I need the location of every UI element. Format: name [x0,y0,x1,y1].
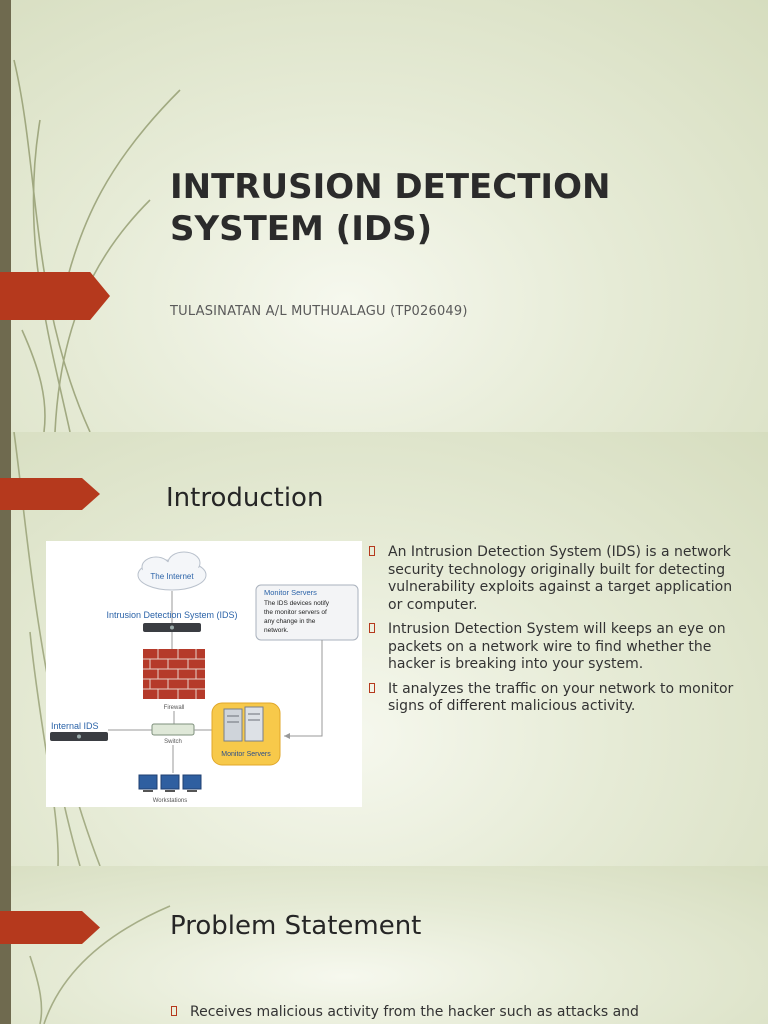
accent-arrow [0,478,100,510]
callout-title: Monitor Servers [264,588,317,597]
slide-sidebar [0,866,11,1024]
accent-arrow [0,272,110,320]
switch-label: Switch [164,739,182,745]
slide-title: INTRUSION DETECTION SYSTEM (IDS) TULASIN… [0,0,768,432]
intro-bullet-list: An Intrusion Detection System (IDS) is a… [368,544,748,723]
internet-label: The Internet [150,572,194,581]
bullet-item: An Intrusion Detection System (IDS) is a… [368,544,748,614]
author-subtitle: TULASINATAN A/L MUTHUALAGU (TP026049) [170,304,468,319]
slide-introduction: Introduction The Internet Intrusion Dete… [0,432,768,866]
slide-sidebar [0,0,11,432]
callout-line-4: network. [264,627,289,634]
cloud-icon [137,551,207,591]
leaf-decoration [29,905,171,1024]
ids-label: Intrusion Detection System (IDS) [106,610,237,620]
bullet-item: Receives malicious activity from the hac… [170,1004,730,1022]
problem-bullet-list: Receives malicious activity from the hac… [170,1004,730,1024]
callout-line-1: The IDS devices notify [264,600,330,607]
section-heading: Problem Statement [170,911,422,941]
slide-sidebar [0,432,11,866]
accent-arrow [0,911,100,944]
switch-icon [151,723,195,736]
slide-title-heading: INTRUSION DETECTION SYSTEM (IDS) [170,166,610,250]
internal-ids-label: Internal IDS [51,721,99,731]
ids-network-diagram: The Internet Intrusion Detection System … [46,541,362,807]
bullet-item: Intrusion Detection System will keeps an… [368,621,748,674]
workstations-label: Workstations [153,798,188,804]
title-line-2: SYSTEM (IDS) [170,209,433,249]
monitor-callout: Monitor Servers The IDS devices notify t… [255,584,359,641]
workstations-icon [138,774,202,792]
diagram-graphic: The Internet Intrusion Detection System … [50,551,359,804]
bullet-item: It analyzes the traffic on your network … [368,681,748,716]
monitor-servers-icon [211,702,281,766]
section-heading: Introduction [166,483,324,513]
callout-line-2: the monitor servers of [264,609,327,616]
monitor-servers-label: Monitor Servers [221,751,271,758]
slide-problem-statement: Problem Statement Receives malicious act… [0,866,768,1024]
callout-line-3: any change in the [264,618,316,625]
firewall-label: Firewall [164,705,185,711]
firewall-icon [143,649,205,699]
title-line-1: INTRUSION DETECTION [170,167,611,207]
